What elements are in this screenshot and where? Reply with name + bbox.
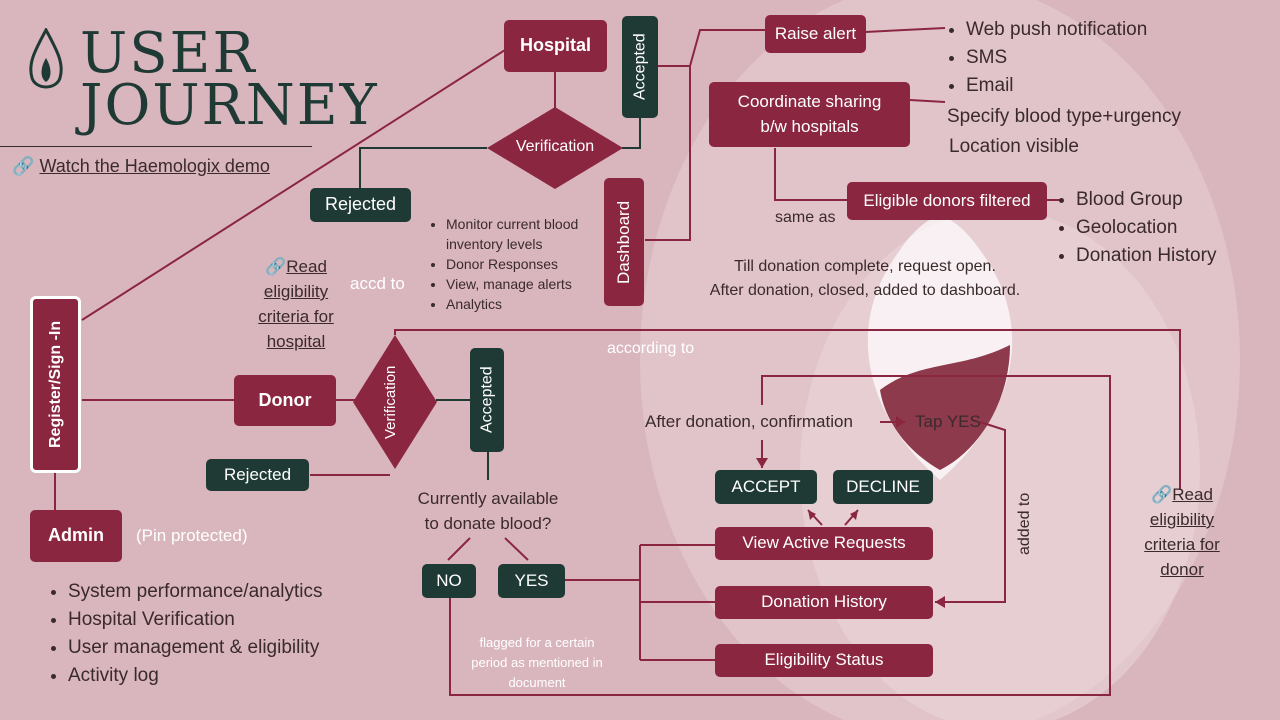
- admin-items-list: System performance/analytics Hospital Ve…: [50, 578, 323, 690]
- filter-criteria-list: Blood Group Geolocation Donation History: [1058, 186, 1216, 270]
- admin-item: Hospital Verification: [68, 606, 323, 634]
- decline-node[interactable]: DECLINE: [833, 470, 933, 504]
- donor-rejected-node: Rejected: [206, 459, 309, 491]
- alert-channel-item: SMS: [966, 44, 1147, 72]
- link-icon: 🔗: [1151, 485, 1173, 504]
- hospital-accepted-node: Accepted: [622, 16, 658, 118]
- donor-verification-diamond: [353, 335, 437, 469]
- raise-alert-node[interactable]: Raise alert: [765, 15, 866, 53]
- blood-drop-logo-icon: [29, 28, 63, 89]
- demo-link[interactable]: 🔗 Watch the Haemologix demo: [12, 156, 270, 177]
- request-status-note: Till donation complete, request open. Af…: [709, 258, 1021, 299]
- filter-criteria-item: Donation History: [1076, 242, 1216, 270]
- hospital-verification-diamond: [487, 107, 623, 189]
- title-line1: USER: [80, 21, 257, 86]
- specify-blood-type-text: Specify blood type+urgency: [947, 106, 1181, 127]
- dashboard-items-list: Monitor current blood inventory levels D…: [428, 214, 621, 314]
- title-line2: JOURNEY: [80, 73, 379, 138]
- donor-node[interactable]: Donor: [234, 375, 336, 426]
- no-node[interactable]: NO: [422, 564, 476, 598]
- filter-criteria-item: Blood Group: [1076, 186, 1216, 214]
- after-donation-label: After donation, confirmation: [645, 412, 853, 431]
- according-to-label: according to: [607, 340, 695, 357]
- tap-yes-label: Tap YES: [915, 412, 981, 431]
- dashboard-item: Monitor current blood inventory levels: [446, 214, 621, 254]
- donor-accepted-node: Accepted: [470, 348, 504, 452]
- title-divider: [0, 146, 312, 147]
- admin-item: User management & eligibility: [68, 634, 323, 662]
- alert-channel-item: Web push notification: [966, 16, 1147, 44]
- location-visible-text: Location visible: [949, 136, 1079, 157]
- register-sign-in-node[interactable]: Register/Sign -In: [30, 296, 81, 473]
- view-active-requests-node[interactable]: View Active Requests: [715, 527, 933, 560]
- accd-to-label: accd to: [350, 274, 405, 293]
- alert-channels-list: Web push notification SMS Email: [948, 16, 1147, 100]
- admin-item: Activity log: [68, 662, 323, 690]
- hospital-verification-label: Verification: [515, 138, 595, 155]
- pin-protected-label: (Pin protected): [136, 526, 248, 545]
- read-donor-criteria-link[interactable]: 🔗Read eligibility criteria for donor: [1144, 485, 1220, 579]
- added-to-label: added to: [1016, 492, 1033, 555]
- link-icon: 🔗: [265, 257, 287, 276]
- dashboard-item: Donor Responses: [446, 254, 621, 274]
- alert-channel-item: Email: [966, 72, 1147, 100]
- admin-node[interactable]: Admin: [30, 510, 122, 562]
- eligible-donors-node: Eligible donors filtered: [847, 182, 1047, 220]
- dashboard-item: Analytics: [446, 294, 621, 314]
- demo-link-text[interactable]: Watch the Haemologix demo: [39, 156, 270, 176]
- same-as-label: same as: [775, 209, 836, 226]
- donor-verification-label: Verification: [382, 365, 399, 439]
- hospital-node[interactable]: Hospital: [504, 20, 607, 72]
- availability-question: Currently available to donate blood?: [417, 489, 559, 533]
- eligibility-status-node[interactable]: Eligibility Status: [715, 644, 933, 677]
- filter-criteria-item: Geolocation: [1076, 214, 1216, 242]
- link-icon: 🔗: [12, 156, 35, 176]
- dashboard-item: View, manage alerts: [446, 274, 621, 294]
- accept-node[interactable]: ACCEPT: [715, 470, 817, 504]
- yes-node[interactable]: YES: [498, 564, 565, 598]
- hospital-rejected-node: Rejected: [310, 188, 411, 222]
- flagged-note: flagged for a certain period as mentione…: [471, 635, 603, 690]
- coordinate-sharing-node[interactable]: Coordinate sharing b/w hospitals: [709, 82, 910, 147]
- donation-history-node[interactable]: Donation History: [715, 586, 933, 619]
- read-hospital-criteria-link[interactable]: 🔗Read eligibility criteria for hospital: [258, 257, 334, 351]
- admin-item: System performance/analytics: [68, 578, 323, 606]
